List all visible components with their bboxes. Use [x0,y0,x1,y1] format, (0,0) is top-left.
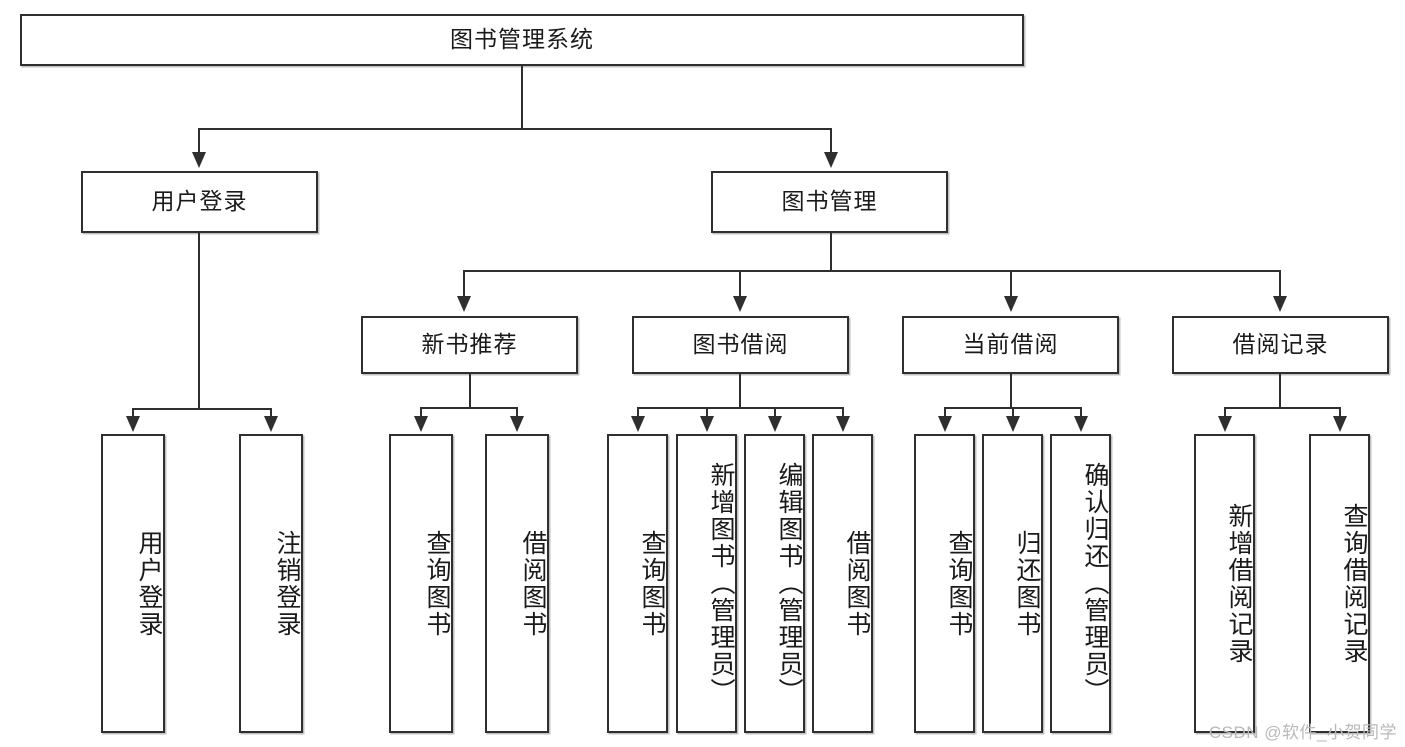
leaf-new-book-query[interactable]: 查询图书 [389,434,453,733]
edge-to-leaf-current-borrow-1 [944,407,946,418]
leaf-new-book-borrow[interactable]: 借阅图书 [485,434,549,733]
edge-to-leaf-user-login-1 [132,408,134,418]
edge-to-leaf-new-book-1 [420,407,422,418]
node-user-login[interactable]: 用户登录 [81,171,318,233]
leaf-current-borrow-confirm[interactable]: 确认归还（管理员） [1050,434,1111,733]
node-label: 当前借阅 [962,331,1059,358]
edge-current-borrow-stem [1010,374,1012,408]
leaf-book-borrow-borrow[interactable]: 借阅图书 [812,434,873,733]
arrowhead-leaf-current-borrow-2 [1006,416,1020,432]
node-label: 注销登录 [273,529,301,638]
edge-new-book-stem [469,374,471,408]
leaf-book-borrow-query[interactable]: 查询图书 [607,434,668,733]
edge-bus-user-login [132,408,272,410]
arrowhead-to-book-manage [824,152,838,168]
node-label: 查询图书 [423,529,451,638]
edge-to-leaf-book-borrow-2 [706,407,708,418]
node-new-book-recommend[interactable]: 新书推荐 [361,316,578,374]
node-current-borrow[interactable]: 当前借阅 [902,316,1119,374]
node-book-borrow[interactable]: 图书借阅 [632,316,849,374]
edge-borrow-record-stem [1279,374,1281,408]
node-label: 新书推荐 [421,331,518,358]
leaf-user-login-login[interactable]: 用户登录 [101,434,165,733]
arrowhead-leaf-book-borrow-4 [836,416,850,432]
edge-bus-new-book [420,407,518,409]
edge-bus-book-borrow [637,407,844,409]
arrowhead-leaf-book-borrow-3 [768,416,782,432]
edge-bus-level3 [463,270,1280,272]
edge-to-leaf-book-borrow-4 [842,407,844,418]
node-label: 借阅图书 [843,529,871,638]
edge-to-leaf-book-borrow-1 [637,407,639,418]
arrowhead-to-user-login [192,152,206,168]
node-label: 新增图书（管理员） [707,462,735,705]
edge-book-borrow-stem [739,374,741,408]
edge-to-leaf-user-login-2 [270,408,272,418]
edge-root-stem [521,66,523,129]
arrowhead-leaf-user-login-1 [126,416,140,432]
edge-bus-level1 [198,128,832,130]
arrowhead-leaf-current-borrow-3 [1074,416,1088,432]
arrowhead-leaf-borrow-record-1 [1218,416,1232,432]
node-label: 查询借阅记录 [1340,502,1368,665]
arrowhead-leaf-user-login-2 [264,416,278,432]
node-label: 图书管理 [781,188,878,215]
arrowhead-to-current-borrow [1004,296,1018,312]
edge-user-login-stem [198,233,200,409]
node-label: 图书管理系统 [450,26,594,53]
arrowhead-to-new-book [457,296,471,312]
node-label: 用户登录 [135,529,163,638]
leaf-borrow-record-query[interactable]: 查询借阅记录 [1309,434,1370,733]
node-label: 新增借阅记录 [1225,502,1253,665]
node-label: 借阅记录 [1232,331,1329,358]
arrowhead-leaf-new-book-1 [414,416,428,432]
edge-to-new-book [463,270,465,298]
edge-to-leaf-current-borrow-2 [1012,407,1014,418]
edge-to-current-borrow [1010,270,1012,298]
edge-book-manage-stem [830,233,832,271]
edge-to-leaf-borrow-record-2 [1339,407,1341,418]
node-label: 确认归还（管理员） [1081,462,1109,705]
edge-to-leaf-new-book-2 [516,407,518,418]
node-root-system[interactable]: 图书管理系统 [20,14,1024,66]
edge-to-book-manage [830,128,832,154]
leaf-current-borrow-return[interactable]: 归还图书 [982,434,1043,733]
edge-bus-borrow-record [1224,407,1341,409]
arrowhead-to-borrow-record [1273,296,1287,312]
node-book-manage[interactable]: 图书管理 [711,171,948,233]
watermark-text: CSDN @软件_小贺同学 [1208,723,1397,742]
node-borrow-record[interactable]: 借阅记录 [1172,316,1389,374]
edge-to-user-login [198,128,200,154]
leaf-book-borrow-edit[interactable]: 编辑图书（管理员） [744,434,805,733]
node-label: 借阅图书 [519,529,547,638]
arrowhead-to-book-borrow [733,296,747,312]
leaf-current-borrow-query[interactable]: 查询图书 [914,434,975,733]
leaf-borrow-record-add[interactable]: 新增借阅记录 [1194,434,1255,733]
arrowhead-leaf-book-borrow-2 [700,416,714,432]
node-label: 查询图书 [945,529,973,638]
edge-to-leaf-book-borrow-3 [774,407,776,418]
arrowhead-leaf-new-book-2 [510,416,524,432]
edge-to-book-borrow [739,270,741,298]
node-label: 归还图书 [1013,529,1041,638]
node-label: 图书借阅 [692,331,789,358]
arrowhead-leaf-borrow-record-2 [1333,416,1347,432]
edge-to-leaf-borrow-record-1 [1224,407,1226,418]
leaf-user-login-logout[interactable]: 注销登录 [239,434,303,733]
arrowhead-leaf-current-borrow-1 [938,416,952,432]
edge-to-leaf-current-borrow-3 [1080,407,1082,418]
node-label: 用户登录 [151,188,248,215]
edge-to-borrow-record [1279,270,1281,298]
arrowhead-leaf-book-borrow-1 [631,416,645,432]
node-label: 编辑图书（管理员） [775,462,803,705]
node-label: 查询图书 [638,529,666,638]
leaf-book-borrow-add[interactable]: 新增图书（管理员） [676,434,737,733]
